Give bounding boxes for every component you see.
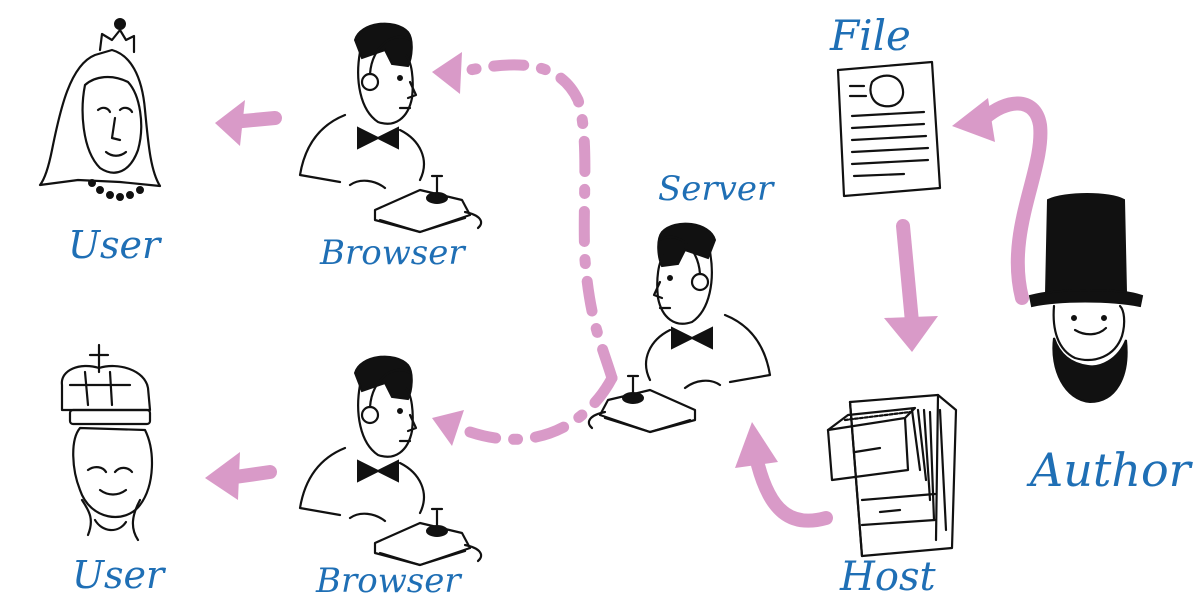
arrow-browser-to-user-bottom xyxy=(205,452,277,500)
arrow-author-to-file xyxy=(952,96,1048,305)
label-author: Author xyxy=(1026,443,1194,497)
label-browser-bottom: Browser xyxy=(315,561,462,600)
label-host: Host xyxy=(839,554,936,600)
document-icon xyxy=(836,60,942,198)
telegraph-operator-icon xyxy=(587,222,772,434)
label-browser-top: Browser xyxy=(319,233,466,273)
label-user-top: User xyxy=(68,223,163,267)
filing-cabinet-icon xyxy=(826,393,958,558)
label-user-bottom: User xyxy=(72,553,167,597)
top-hat-author-icon xyxy=(1028,193,1144,404)
arrow-host-to-server xyxy=(735,422,833,528)
label-file: File xyxy=(829,11,911,60)
telegraph-operator-icon xyxy=(298,22,483,234)
arrow-server-to-browsers-dashed xyxy=(432,52,618,446)
arrow-browser-to-user-top xyxy=(215,100,282,146)
label-server: Server xyxy=(658,169,775,209)
telegraph-operator-icon xyxy=(298,355,483,567)
queen-victoria-icon xyxy=(38,18,162,201)
king-icon xyxy=(60,343,153,542)
arrow-file-to-host xyxy=(884,219,938,352)
